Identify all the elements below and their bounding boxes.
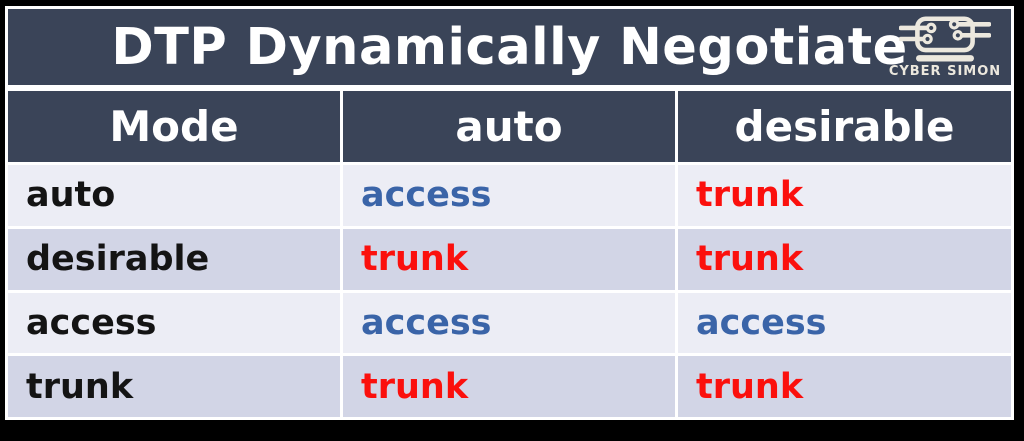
result-value: trunk — [696, 366, 804, 407]
row-desirable-result-auto: trunk — [343, 228, 675, 290]
result-value: trunk — [696, 239, 804, 280]
column-header-mode: Mode — [8, 91, 340, 162]
row-trunk-result-auto: trunk — [343, 356, 675, 417]
column-header-desirable: desirable — [678, 91, 1011, 162]
mode-label: access — [26, 302, 157, 343]
page-title: DTP Dynamically Negotiate — [111, 17, 908, 77]
result-value: access — [361, 175, 492, 216]
column-header-label: Mode — [109, 102, 239, 151]
result-value: trunk — [361, 239, 469, 280]
dtp-negotiation-table: Mode auto desirable auto access trunk de… — [8, 91, 1011, 417]
row-trunk-mode-cell: trunk — [8, 356, 340, 417]
row-access-result-desirable: access — [678, 292, 1011, 354]
row-auto-result-auto: access — [343, 165, 675, 226]
row-desirable-result-desirable: trunk — [678, 228, 1011, 290]
mode-label: desirable — [26, 239, 210, 280]
row-auto-mode-cell: auto — [8, 165, 340, 226]
row-access-mode-cell: access — [8, 292, 340, 354]
column-header-label: auto — [455, 102, 563, 151]
result-value: access — [361, 302, 492, 343]
column-header-auto: auto — [343, 91, 675, 162]
dtp-table-card: DTP Dynamically Negotiate CYB — [5, 6, 1014, 420]
mode-label: auto — [26, 175, 116, 216]
row-desirable-mode-cell: desirable — [8, 228, 340, 290]
result-value: trunk — [361, 366, 469, 407]
title-bar: DTP Dynamically Negotiate CYB — [8, 9, 1011, 85]
column-header-label: desirable — [734, 102, 955, 151]
row-trunk-result-desirable: trunk — [678, 356, 1011, 417]
row-auto-result-desirable: trunk — [678, 165, 1011, 226]
brand-name: CYBER SIMON — [888, 64, 1002, 79]
brand-logo: CYBER SIMON — [887, 13, 1003, 81]
result-value: trunk — [696, 175, 804, 216]
circuit-chip-icon — [899, 16, 991, 62]
row-access-result-auto: access — [343, 292, 675, 354]
mode-label: trunk — [26, 366, 134, 407]
result-value: access — [696, 302, 827, 343]
